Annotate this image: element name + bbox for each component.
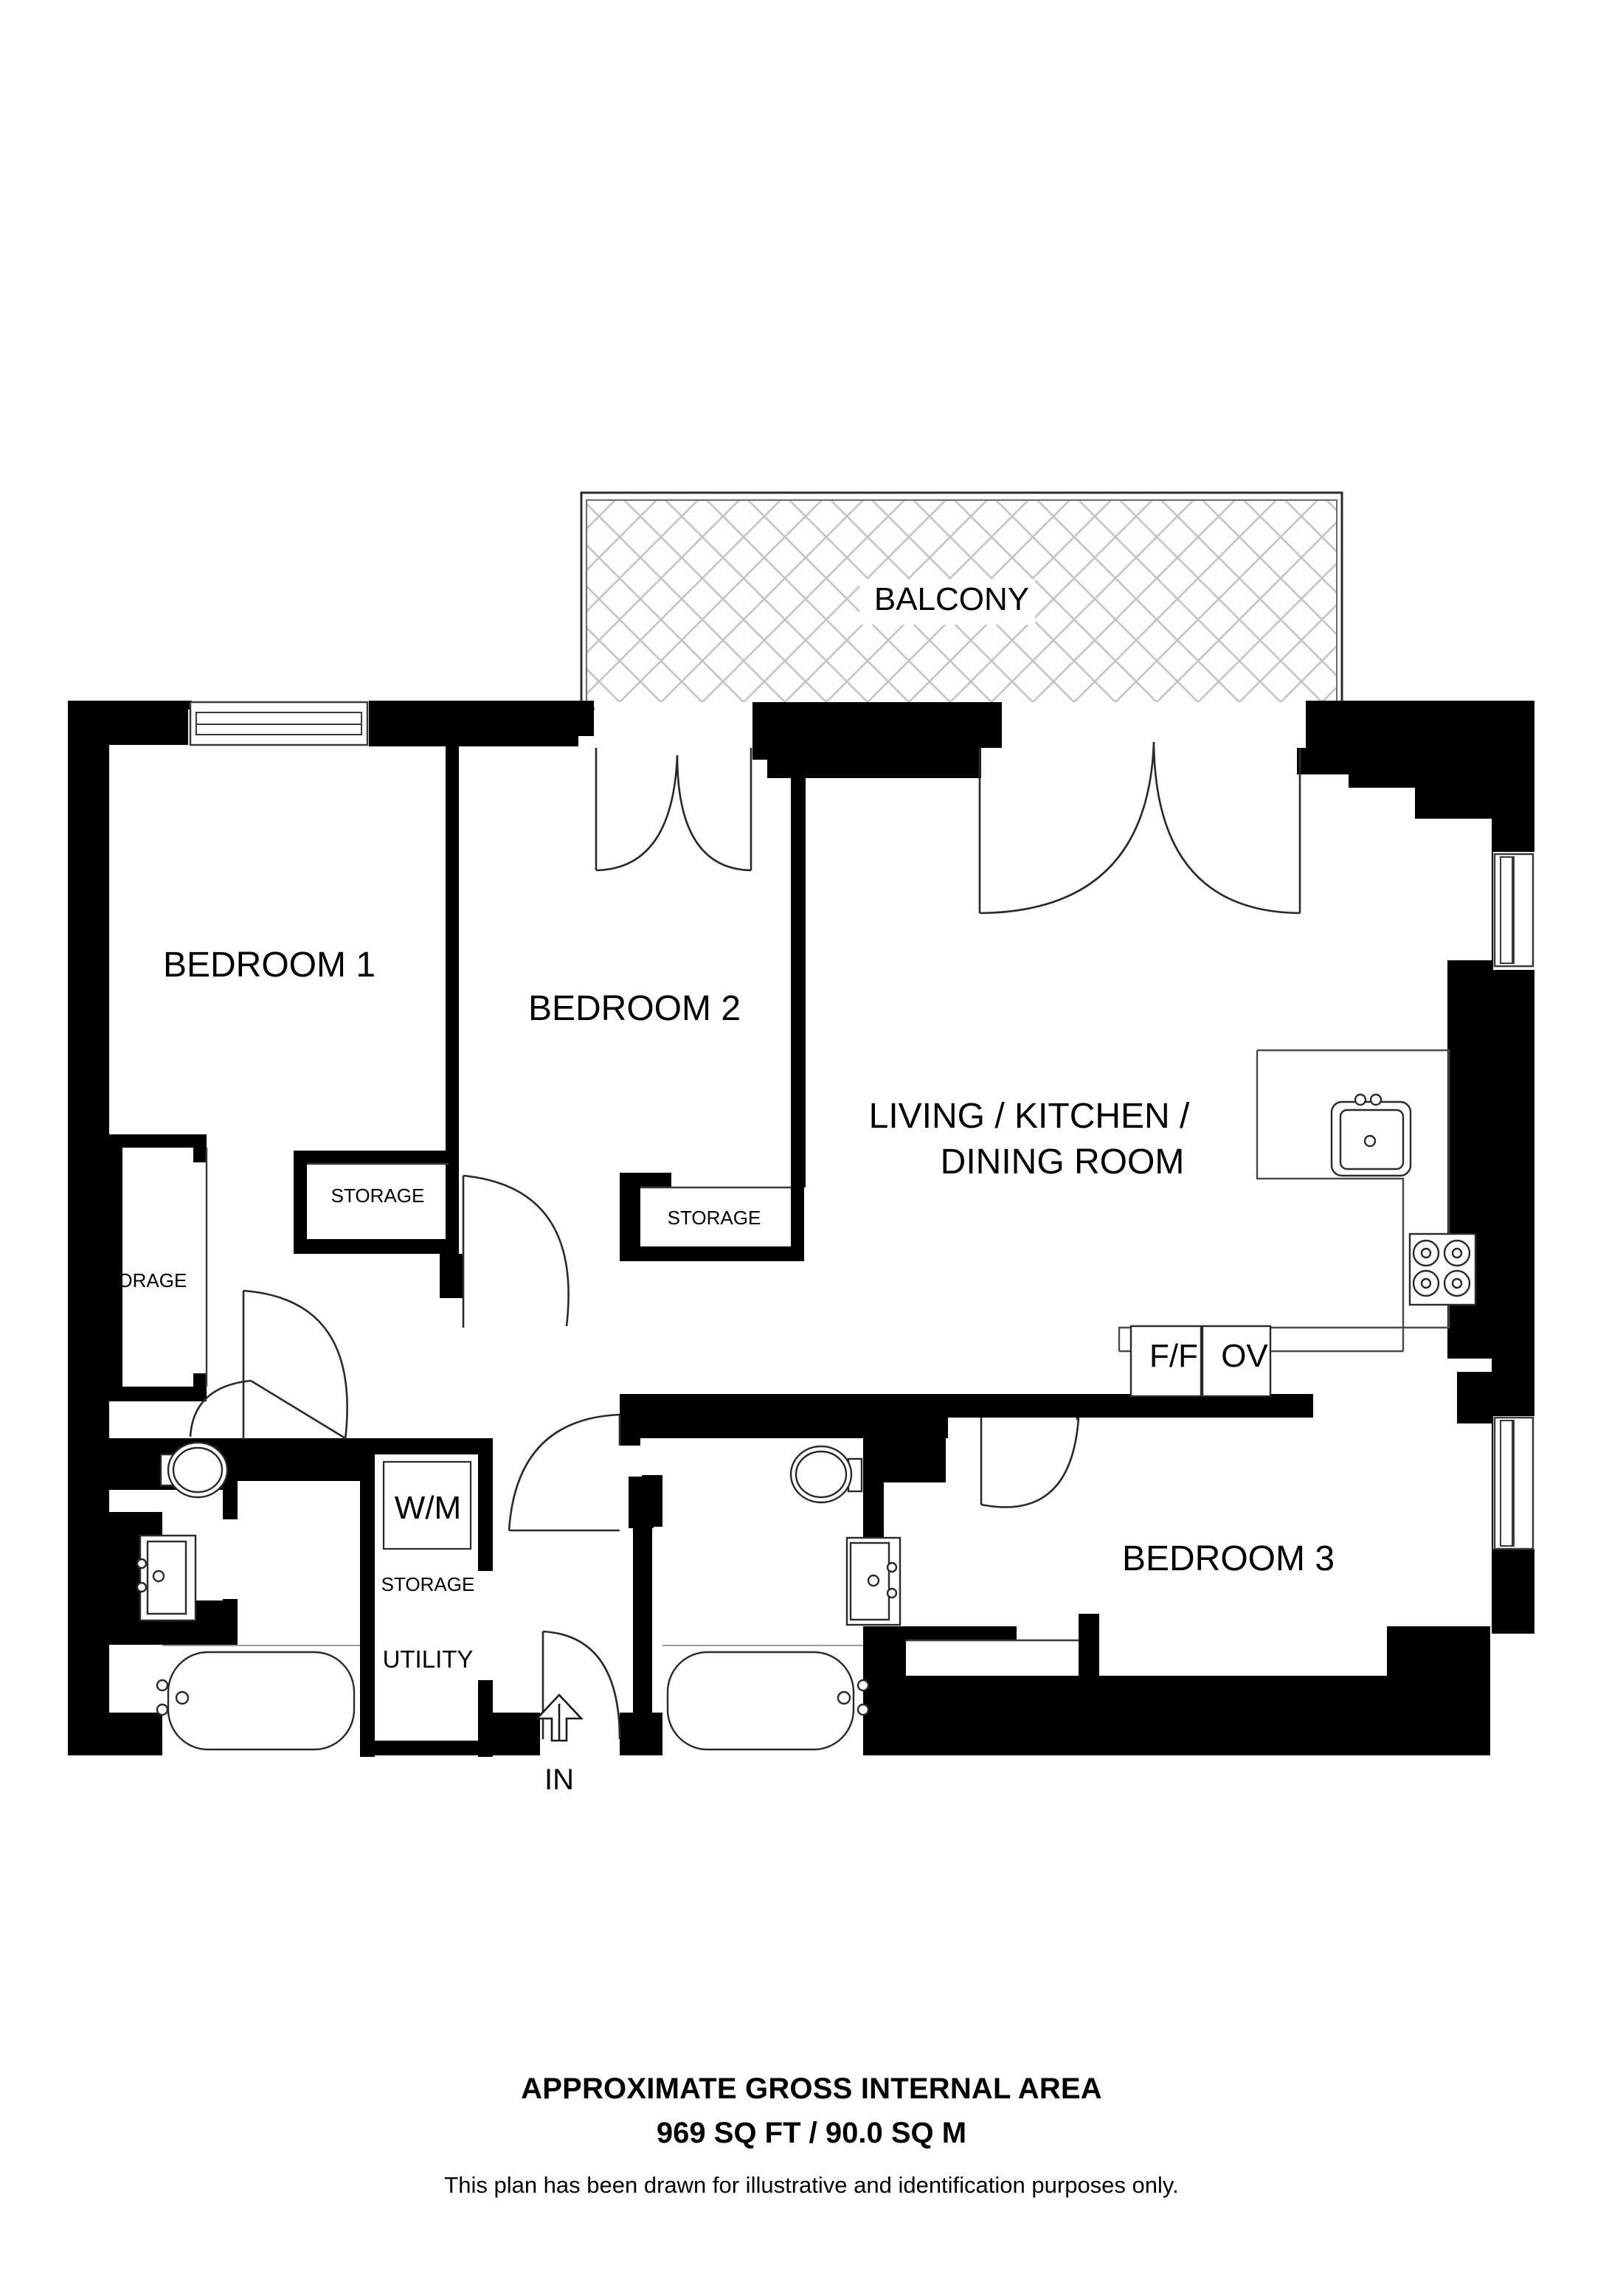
windows: [189, 701, 1534, 1550]
bathroom1-fixtures: [136, 1441, 360, 1755]
door-bedroom3: [980, 1417, 1080, 1508]
entrance-arrow-icon: [534, 1693, 584, 1742]
toilet-icon-bathroom1: [159, 1441, 229, 1499]
basin-icon-bathroom2: [845, 1536, 902, 1626]
door-bedroom1: [242, 1289, 348, 1440]
door-bathroom2: [508, 1413, 621, 1532]
kitchen-units: [1118, 1049, 1477, 1398]
washing-machine-box: [382, 1460, 472, 1550]
sink-icon: [1330, 1093, 1412, 1177]
doors: [189, 741, 1301, 1740]
bathtub-icon-bathroom1: [156, 1645, 360, 1755]
oven-box: [1201, 1325, 1272, 1398]
door-entrance: [541, 1630, 621, 1740]
bathtub-icon-bathroom2: [662, 1645, 870, 1755]
footer-area-title: APPROXIMATE GROSS INTERNAL AREA: [521, 2073, 1102, 2105]
toilet-icon-bathroom2: [789, 1445, 863, 1504]
footer-area-value: 969 SQ FT / 90.0 SQ M: [656, 2117, 967, 2149]
basin-icon-bathroom1: [136, 1534, 197, 1622]
window-bedroom1: [189, 701, 369, 746]
door-hall-small: [189, 1379, 346, 1440]
footer-disclaimer: This plan has been drawn for illustrativ…: [444, 2172, 1179, 2198]
window-bedroom3: [1493, 1416, 1534, 1550]
hob-icon: [1408, 1232, 1477, 1306]
window-living-right: [1493, 853, 1534, 968]
utility-column: [375, 1454, 478, 1741]
bathroom2-fixtures: [662, 1445, 902, 1755]
storage-outlines: [205, 1148, 1079, 1642]
wall-structure: [68, 701, 1534, 1757]
door-balcony-living: [978, 741, 1301, 915]
balcony-area: [580, 491, 1343, 710]
door-balcony-bedroom2: [595, 748, 752, 872]
fridge-freezer-box: [1129, 1325, 1202, 1398]
door-bedroom2: [462, 1174, 570, 1328]
